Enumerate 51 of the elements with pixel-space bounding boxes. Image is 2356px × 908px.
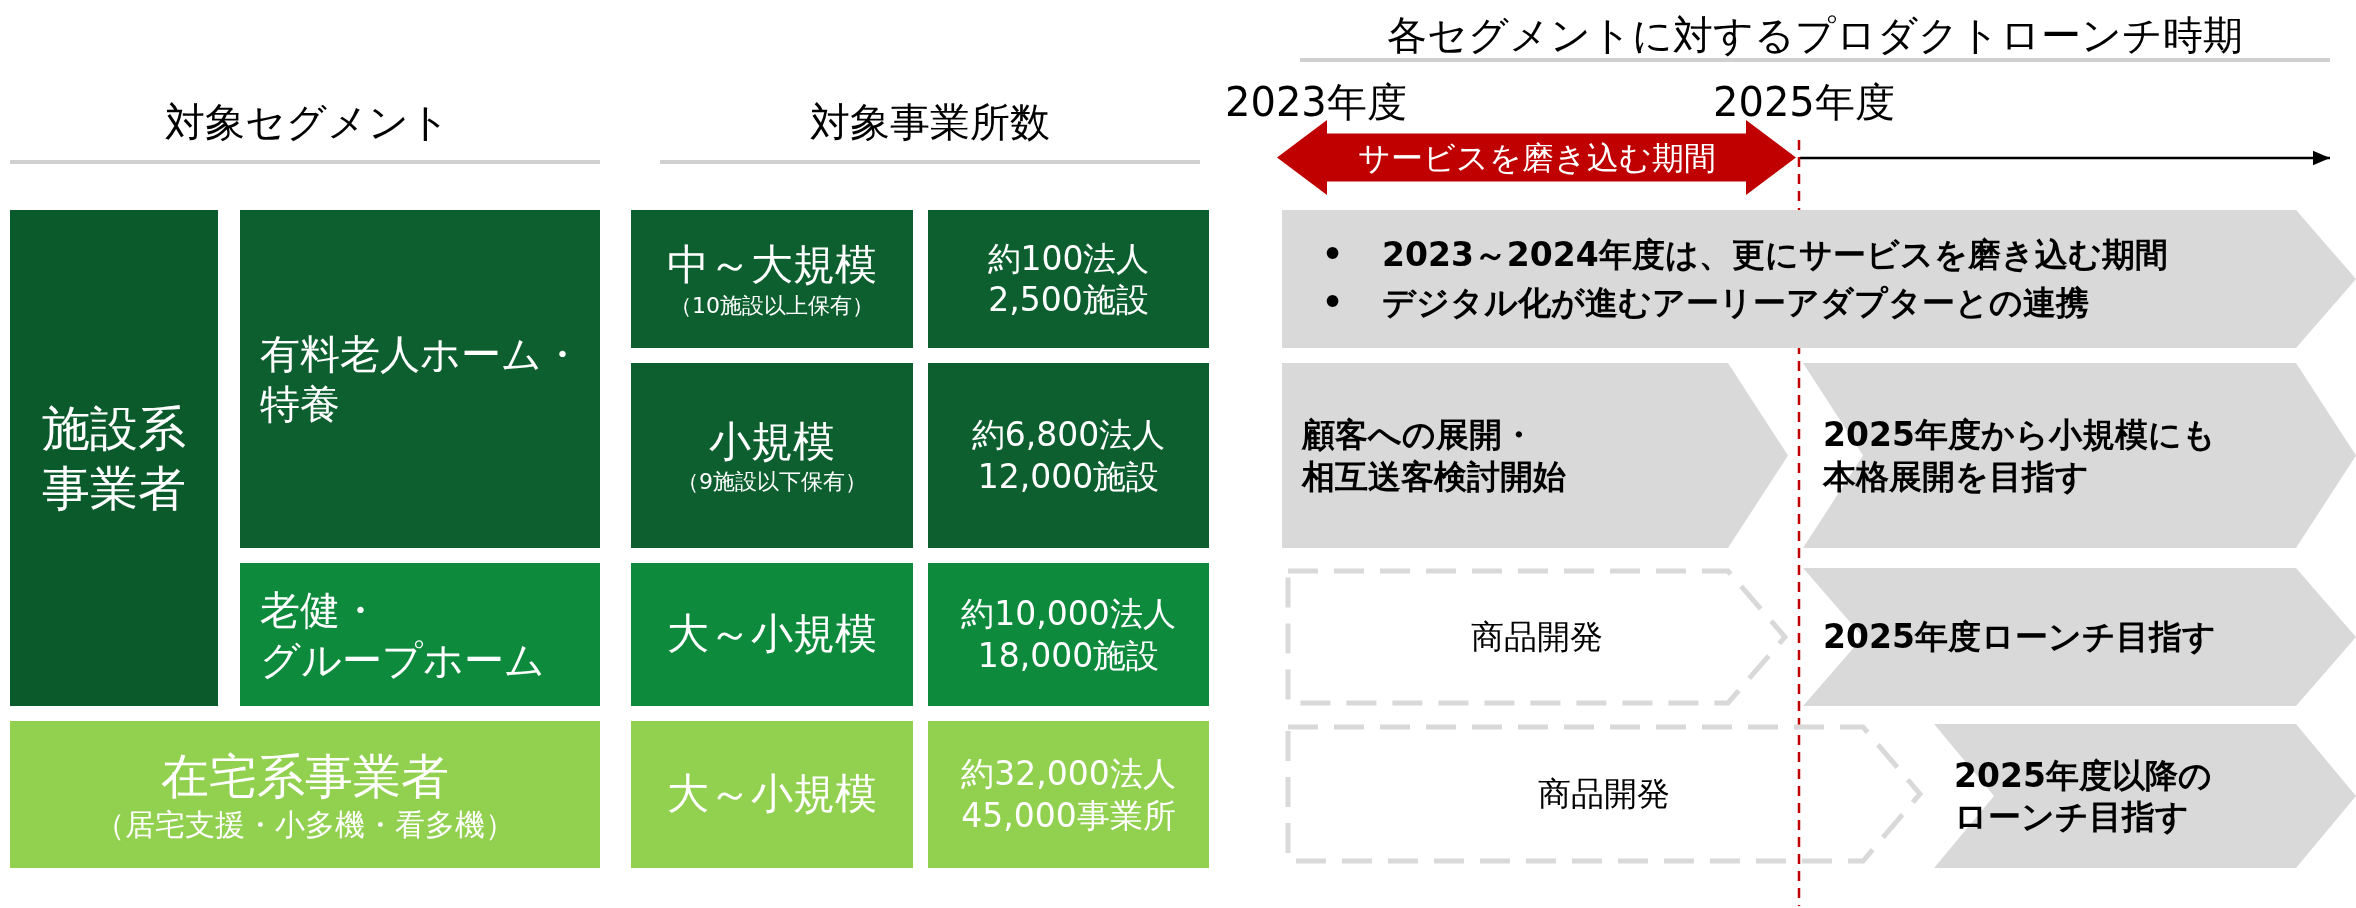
year-label: 2023年度 [1225,78,1407,127]
box-text: 大～小規模 [667,608,877,661]
bullet-mark: • [1322,282,1345,324]
box-text: 約32,000法人45,000事業所 [961,753,1176,836]
box-text: 2025年度ローンチ目指す [1823,616,2216,658]
scale-box [631,563,913,706]
scale-box [631,721,913,868]
box-text: 2025年度から小規模にも本格展開を目指す [1823,414,2216,497]
segment-box [10,721,600,868]
count-box [928,563,1209,706]
box-text: 商品開発 [1470,616,1603,658]
box-text: 約10,000法人18,000施設 [961,593,1176,676]
note-text: （9施設以下保有） [677,468,867,496]
box-text: 商品開発 [1538,773,1670,815]
column-heading: 対象セグメント [164,98,451,147]
box-text: 老健・グループホーム [260,585,545,685]
column-heading: 対象事業所数 [809,98,1051,147]
bullet-text: 2023～2024年度は、更にサービスを磨き込む期間 [1382,234,2168,277]
note-text: （居宅支援・小多機・看多機） [95,805,515,844]
count-box [928,210,1209,348]
box-text: サービスを磨き込む期間 [1357,137,1716,178]
box-text: 小規模 [709,415,835,468]
scale-box [631,363,913,548]
box-text: 在宅系事業者 [161,746,449,806]
double-arrow [1277,120,1796,195]
count-box [928,363,1209,548]
box-text: 中～大規模 [667,239,877,291]
phase-box [1934,724,2356,868]
heading: 各セグメントに対するプロダクトローンチ時期 [1386,11,2244,60]
box-text: 顧客への展開・相互送客検討開始 [1302,414,1566,497]
box-text: 施設系事業者 [42,399,186,518]
phase-box [1282,363,1788,548]
bullet-mark: • [1322,234,1345,277]
segment-box [240,563,600,706]
scale-box [631,210,913,348]
phase-box [1282,210,2356,348]
phase-box [1803,568,2356,706]
segment-box [10,210,218,706]
dashed-phase-box [1285,568,1788,706]
box-text: 大～小規模 [667,768,877,821]
box-text: 2025年度以降のローンチ目指す [1954,754,2212,838]
year-label: 2025年度 [1713,78,1895,127]
dashed-phase-box [1285,724,1923,864]
phase-box [1803,363,2356,548]
count-box [928,721,1209,868]
segment-box [240,210,600,548]
box-text: 有料老人ホーム・特養 [260,330,582,429]
note-text: （10施設以上保有） [670,291,874,319]
bullet-text: デジタル化が進むアーリーアダプターとの連携 [1382,282,2090,324]
box-text: 約6,800法人12,000施設 [971,414,1166,497]
box-text: 約100法人2,500施設 [987,237,1150,321]
